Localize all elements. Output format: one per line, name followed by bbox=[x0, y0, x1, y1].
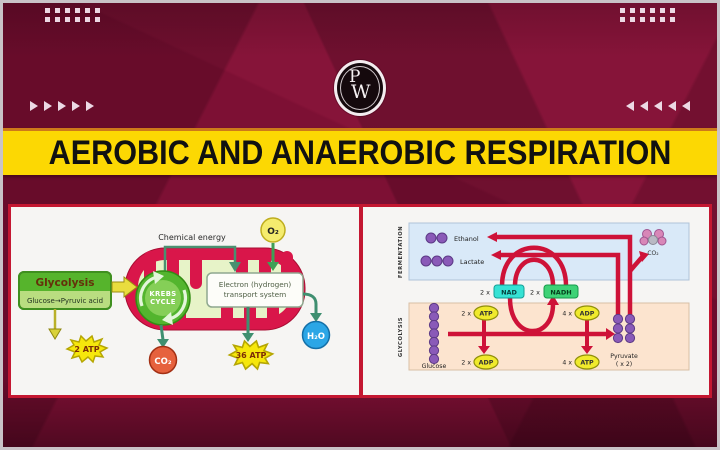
atp-made-qty: 4 x bbox=[562, 360, 572, 367]
nad-box bbox=[493, 284, 525, 299]
pyruvate-label: Pyruvate bbox=[610, 353, 638, 360]
aerobic-respiration-diagram: Chemical energy O₂ Electron (hydrogen) t… bbox=[18, 217, 331, 375]
co2-circle-icon bbox=[148, 345, 178, 375]
flow-arrowheads bbox=[487, 232, 649, 340]
h2o-label: H₂O bbox=[307, 332, 325, 342]
nadh-qty-label: 2 x bbox=[530, 289, 540, 297]
krebs-label-line1: KREBS bbox=[149, 290, 176, 298]
atp-36-starburst-icon bbox=[227, 339, 275, 371]
pw-logo-letter-p: P bbox=[349, 67, 361, 87]
dots-decoration-left bbox=[45, 8, 100, 22]
krebs-label-line2: CYCLE bbox=[150, 298, 176, 306]
glucose-label: Glucose bbox=[422, 363, 447, 370]
h2o-circle-icon bbox=[301, 320, 331, 350]
atp-2-starburst-icon bbox=[65, 334, 109, 364]
nadh-box bbox=[543, 284, 579, 299]
pw-logo-ring bbox=[340, 66, 380, 110]
oxygen-arrow-icon bbox=[267, 243, 279, 271]
electron-transport-label-line1: Electron (hydrogen) bbox=[219, 280, 292, 289]
arrows-right-decoration bbox=[30, 101, 94, 111]
fermentation-flow-arrows bbox=[448, 234, 645, 337]
arrows-left-decoration bbox=[626, 101, 690, 111]
co2-arrow-icon bbox=[157, 324, 169, 348]
co2-molecule-icon bbox=[639, 229, 667, 246]
panel-divider bbox=[359, 207, 363, 395]
adp-made-oval bbox=[473, 354, 499, 370]
atp-made-oval bbox=[574, 354, 600, 370]
o2-label: O₂ bbox=[267, 227, 279, 237]
title-banner: AEROBIC AND ANAEROBIC RESPIRATION bbox=[3, 128, 717, 175]
adp-made-label: ADP bbox=[479, 360, 494, 367]
glycolysis-section-box bbox=[408, 302, 690, 371]
krebs-cycle-icon bbox=[135, 270, 191, 326]
co2-label-anaerobic: CO₂ bbox=[647, 250, 659, 257]
glycolysis-section-label: GLYCOLYSIS bbox=[398, 317, 404, 357]
fermentation-section-label: FERMENTATION bbox=[398, 226, 404, 278]
pw-logo-letter-w: W bbox=[351, 81, 371, 103]
h2o-arrow-icon bbox=[302, 292, 322, 322]
adp-used-label: ADP bbox=[580, 311, 595, 318]
glycolysis-box bbox=[18, 271, 112, 310]
glycolysis-reaction: Glucose→Pyruvic acid bbox=[27, 297, 103, 305]
diagram-panels: Chemical energy O₂ Electron (hydrogen) t… bbox=[8, 204, 712, 398]
o2-circle-icon bbox=[260, 217, 286, 243]
glucose-molecule-icon bbox=[428, 302, 440, 365]
electron-transport-box bbox=[206, 272, 304, 308]
anaerobic-respiration-diagram: FERMENTATION GLYCOLYSIS 2 x bbox=[398, 222, 690, 371]
atp-used-label: ATP bbox=[479, 311, 493, 318]
adp-used-oval bbox=[574, 305, 600, 321]
electron-transport-label-line2: transport system bbox=[224, 290, 286, 299]
glycolysis-atp-arrow-icon bbox=[48, 309, 62, 340]
atp-used-qty: 2 x bbox=[461, 311, 471, 318]
chemical-energy-label: Chemical energy bbox=[158, 233, 226, 242]
page-title: AEROBIC AND ANAEROBIC RESPIRATION bbox=[48, 133, 672, 172]
co2-label: CO₂ bbox=[154, 357, 171, 367]
atp-crossing-lines bbox=[482, 320, 589, 347]
atp-made-label: ATP bbox=[580, 360, 594, 367]
lactate-label: Lactate bbox=[460, 258, 484, 266]
ethanol-label: Ethanol bbox=[454, 235, 479, 243]
atp-36-arrow-icon bbox=[242, 307, 254, 342]
atp-2-label: 2 ATP bbox=[74, 345, 99, 354]
chemical-energy-arrow-icon bbox=[163, 245, 241, 272]
glycolysis-to-krebs-arrow-icon bbox=[111, 275, 138, 299]
atp-used-oval bbox=[473, 305, 499, 321]
ethanol-molecule-icon bbox=[425, 232, 448, 244]
pw-logo: P W bbox=[334, 60, 386, 116]
adp-used-qty: 4 x bbox=[562, 311, 572, 318]
adp-made-qty: 2 x bbox=[461, 360, 471, 367]
atp-36-label: 36 ATP bbox=[236, 351, 267, 360]
pyruvate-multiplier-label: ( x 2) bbox=[616, 361, 632, 368]
pyruvate-molecule-icon bbox=[612, 313, 636, 344]
nadh-label: NADH bbox=[550, 289, 571, 297]
glycolysis-title: Glycolysis bbox=[35, 277, 94, 289]
nad-label: NAD bbox=[501, 289, 517, 297]
nad-qty-label: 2 x bbox=[480, 289, 490, 297]
atp-crossing-arrowheads bbox=[478, 346, 593, 354]
lactate-molecule-icon bbox=[420, 255, 454, 267]
dots-decoration-right bbox=[620, 8, 675, 22]
